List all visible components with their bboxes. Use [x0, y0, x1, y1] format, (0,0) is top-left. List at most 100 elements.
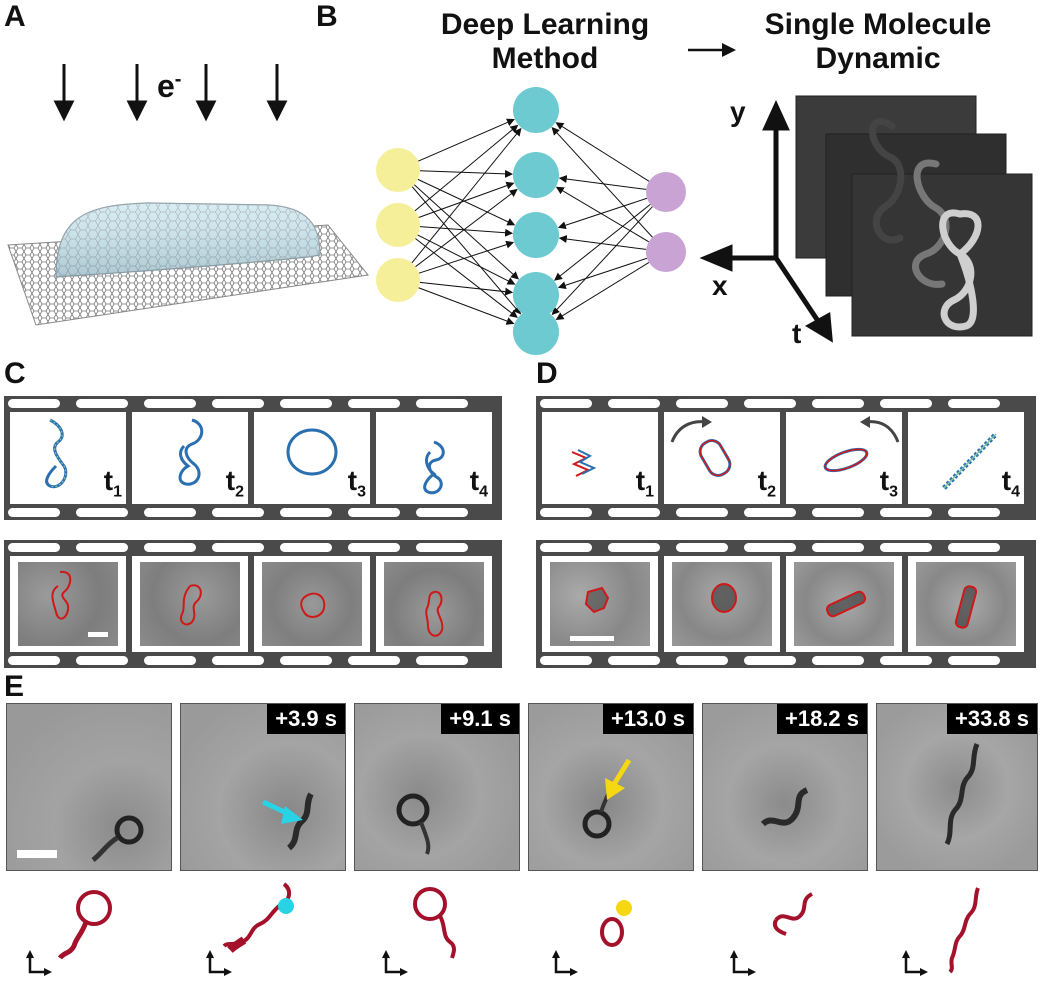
nn-output-node-0	[646, 172, 686, 212]
nn-input-node-0	[376, 148, 420, 192]
e-trace-6	[902, 887, 980, 976]
d-micrograph-4	[916, 562, 1016, 646]
e-micrograph-4: +13.0 s	[528, 703, 694, 871]
panel-label-a: A	[4, 0, 26, 33]
single-molecule-title-line1: Single Molecule	[764, 8, 992, 41]
d-frame-3: t3	[786, 412, 902, 504]
e-micrograph-2: +3.9 s	[180, 703, 346, 871]
d-time-4: t4	[1001, 465, 1020, 501]
nn-edge-in1-h2	[419, 226, 514, 237]
e-trace-3	[413, 887, 456, 959]
deep-learning-title-line2: Method	[491, 42, 599, 75]
nn-edge-in2-h0	[411, 127, 522, 264]
nn-hidden-node-1	[513, 152, 559, 198]
axis-label-x: x	[712, 270, 728, 301]
e-timestamp-4: +13.0 s	[602, 704, 693, 734]
nn-edge-in0-h4	[411, 186, 522, 315]
panel-label-b: B	[316, 0, 338, 33]
e-trace-1	[26, 890, 112, 976]
nn-edge-in2-h3	[419, 281, 514, 296]
single-molecule-title-line2: Dynamic	[815, 42, 941, 75]
e-timestamp-3: +9.1 s	[441, 704, 519, 734]
e-timestamp-2: +3.9 s	[267, 704, 345, 734]
nn-edge-in2-h1	[415, 188, 518, 268]
single-molecule-title: Single Molecule Dynamic	[728, 8, 1028, 76]
c-micrograph-3	[262, 562, 362, 646]
e-trace-5	[730, 892, 814, 976]
e-trace-3-axes	[382, 950, 408, 976]
nn-hidden-node-4	[513, 309, 559, 355]
nn-hidden-node-3	[513, 272, 559, 318]
nn-hidden-node-2	[513, 212, 559, 258]
nn-edge-in0-h1	[419, 169, 514, 178]
d-time-1: t1	[635, 465, 654, 501]
nn-edge-in0-h2	[417, 178, 516, 226]
panel-label-e: E	[4, 670, 25, 703]
e-micrograph-3: +9.1 s	[354, 703, 520, 871]
nn-edge-out0-h0	[555, 122, 650, 182]
panel-label-d: D	[536, 357, 558, 390]
neural-network-diagram	[376, 87, 686, 355]
stacked-frames-illustration	[795, 95, 1033, 337]
d-frame-2: t2	[664, 412, 780, 504]
graphene-liquid-cell-illustration	[7, 202, 369, 326]
nn-edge-in1-h4	[415, 238, 518, 318]
nn-edge-out1-h0	[551, 126, 653, 238]
axis-label-t: t	[792, 318, 802, 349]
filmstrip-c-top: t1 t2 t3 t4	[4, 396, 502, 520]
nn-edge-in2-h2	[418, 240, 515, 274]
d-structure-1	[571, 449, 597, 477]
electron-beam-arrows	[53, 64, 288, 122]
filmstrip-c-bottom	[4, 540, 502, 668]
nn-edge-in2-h4	[418, 287, 515, 325]
axis-label-y: y	[730, 96, 746, 127]
nn-edge-in1-h0	[414, 124, 519, 212]
c-structure-3	[286, 428, 338, 476]
nn-hidden-node-0	[513, 87, 559, 133]
filmstrip-d-top: t1 t2 t3 t4	[536, 396, 1036, 520]
d-structure-2	[670, 416, 732, 477]
d-micrograph-3	[794, 562, 894, 646]
c-structure-2	[178, 418, 204, 486]
nn-edge-in1-h1	[418, 181, 515, 218]
flow-arrow	[688, 43, 736, 57]
nn-edge-out1-h1	[555, 186, 650, 243]
c-micrograph-1	[18, 562, 118, 646]
e-trace-4	[552, 900, 632, 976]
nn-edge-in0-h0	[417, 118, 515, 162]
d-structure-4	[942, 432, 998, 490]
c-frame-4: t4	[376, 412, 492, 504]
nn-edge-out1-h3	[557, 257, 648, 290]
electron-label: e-	[157, 68, 182, 104]
c-micrograph-4	[384, 562, 484, 646]
e-timestamp-5: +18.2 s	[776, 704, 867, 734]
e-trace-2	[206, 882, 294, 976]
d-time-3: t3	[879, 465, 898, 501]
c-time-3: t3	[347, 465, 366, 501]
deep-learning-title: Deep Learning Method	[400, 8, 690, 76]
nn-edge-out1-h2	[558, 235, 647, 250]
xyt-axes	[699, 99, 833, 343]
d-structure-3	[823, 416, 900, 473]
c-time-1: t1	[103, 465, 122, 501]
nn-edge-out0-h4	[551, 206, 653, 316]
d-micrograph-2	[672, 562, 772, 646]
deep-learning-title-line1: Deep Learning	[440, 8, 650, 41]
nn-input-node-2	[376, 258, 420, 302]
nn-edge-in0-h3	[413, 184, 519, 280]
c-structure-1	[45, 418, 68, 489]
nn-output-node-1	[646, 232, 686, 272]
nn-edge-in1-h3	[417, 234, 516, 285]
c-frame-2: t2	[132, 412, 248, 504]
e-micrograph-5: +18.2 s	[702, 703, 868, 871]
filmstrip-d-bottom	[536, 540, 1036, 668]
nn-edge-out0-h2	[557, 197, 648, 230]
c-time-4: t4	[469, 465, 488, 501]
d-micrograph-1	[550, 562, 650, 646]
d-frame-4: t4	[908, 412, 1024, 504]
nn-edge-out1-h4	[555, 262, 650, 320]
c-structure-4	[423, 440, 445, 495]
c-micrograph-2	[140, 562, 240, 646]
panel-label-c: C	[4, 357, 26, 390]
e-timestamp-6: +33.8 s	[946, 704, 1037, 734]
